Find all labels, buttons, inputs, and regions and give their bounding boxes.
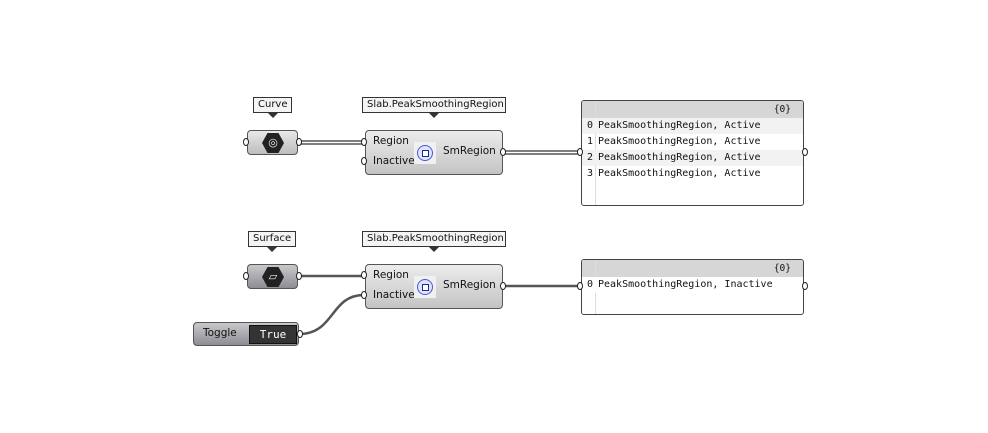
- output-smregion[interactable]: SmRegion: [443, 145, 496, 157]
- panel-2-input-knob[interactable]: [577, 282, 583, 290]
- peak-smoothing-region-component[interactable]: Region Inactive SmRegion: [365, 264, 503, 309]
- surface-output-knob[interactable]: [296, 272, 302, 280]
- curve-input-knob[interactable]: [243, 138, 249, 146]
- surface-param-icon: ▱: [262, 267, 284, 287]
- region-input-knob[interactable]: [361, 138, 367, 146]
- toggle-output-knob[interactable]: [297, 330, 303, 338]
- input-region[interactable]: Region: [373, 269, 409, 281]
- panel-1-input-knob[interactable]: [577, 148, 583, 156]
- surface-param[interactable]: ▱: [247, 264, 298, 289]
- inactive-input-knob[interactable]: [361, 291, 367, 299]
- surface-input-knob[interactable]: [243, 272, 249, 280]
- wire-curve-region: [298, 140, 364, 145]
- component-label: Slab.PeakSmoothingRegion: [362, 231, 506, 252]
- region-input-knob[interactable]: [361, 271, 367, 279]
- component-icon: [414, 276, 436, 298]
- param-label-curve: Curve: [253, 97, 292, 118]
- curve-param[interactable]: ◎: [247, 130, 298, 155]
- input-inactive[interactable]: Inactive: [373, 289, 415, 301]
- panel-path: {0}: [582, 260, 803, 277]
- boolean-toggle[interactable]: Toggle True: [193, 322, 299, 346]
- wire-toggle-inactive: [298, 293, 365, 336]
- component-icon: [414, 142, 436, 164]
- peak-smoothing-region-component[interactable]: Region Inactive SmRegion: [365, 130, 503, 175]
- toggle-label: Toggle: [203, 327, 237, 339]
- curve-output-knob[interactable]: [296, 138, 302, 146]
- wire-output-panel-1: [503, 150, 580, 155]
- inactive-input-knob[interactable]: [361, 157, 367, 165]
- smregion-output-knob[interactable]: [500, 282, 506, 290]
- smregion-output-knob[interactable]: [500, 148, 506, 156]
- curve-param-icon: ◎: [262, 133, 284, 153]
- component-label: Slab.PeakSmoothingRegion: [362, 97, 506, 118]
- input-inactive[interactable]: Inactive: [373, 155, 415, 167]
- panel-path: {0}: [582, 101, 803, 118]
- output-smregion[interactable]: SmRegion: [443, 279, 496, 291]
- toggle-value[interactable]: True: [249, 325, 297, 344]
- panel-1-output-knob[interactable]: [802, 148, 808, 156]
- panel-2-output-knob[interactable]: [802, 282, 808, 290]
- input-region[interactable]: Region: [373, 135, 409, 147]
- param-label-surface: Surface: [248, 231, 296, 252]
